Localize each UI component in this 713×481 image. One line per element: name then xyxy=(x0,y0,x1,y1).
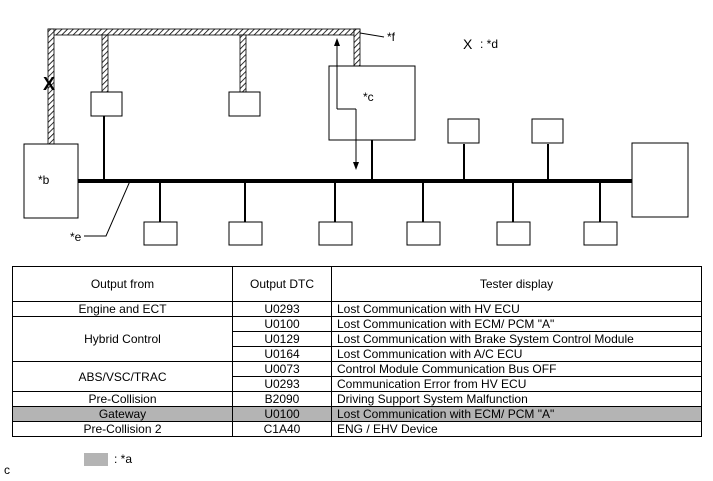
cell-display: Control Module Communication Bus OFF xyxy=(331,361,702,377)
cell-output-from: Pre-Collision xyxy=(12,391,233,407)
ecu-upper-4 xyxy=(447,118,480,144)
ecu-upper-5 xyxy=(531,118,564,144)
cell-dtc: U0100 xyxy=(232,316,332,332)
break-legend-text: : *d xyxy=(480,37,498,51)
secondary-bus-drop-3 xyxy=(239,34,247,93)
ecu-lower-5 xyxy=(496,221,531,246)
ecu-lower-2 xyxy=(228,221,263,246)
table-row-highlighted: Gateway U0100 Lost Communication with EC… xyxy=(12,406,702,422)
cell-display: Lost Communication with ECM/ PCM "A" xyxy=(331,316,702,332)
can-network-diagram: *b *c *e *f X X : *d xyxy=(23,28,689,246)
highlight-swatch xyxy=(84,452,108,466)
cell-display: ENG / EHV Device xyxy=(331,421,702,437)
break-legend-symbol: X xyxy=(463,36,473,52)
cell-output-from: ABS/VSC/TRAC xyxy=(12,361,233,392)
cell-display: Lost Communication with A/C ECU xyxy=(331,346,702,362)
cell-output-from: Hybrid Control xyxy=(12,316,233,362)
cell-display: Driving Support System Malfunction xyxy=(331,391,702,407)
table-row: ABS/VSC/TRAC U0073 Control Module Commun… xyxy=(12,361,702,392)
label-c: *c xyxy=(363,90,374,104)
label-e: *e xyxy=(70,230,82,244)
cell-dtc: U0164 xyxy=(232,346,332,362)
ecu-lower-6 xyxy=(583,221,618,246)
cell-display: Communication Error from HV ECU xyxy=(331,376,702,392)
ecu-lower-1 xyxy=(143,221,178,246)
cell-dtc: B2090 xyxy=(232,391,332,407)
cell-dtc: U0293 xyxy=(232,376,332,392)
table-row: U0293 Communication Error from HV ECU xyxy=(13,376,702,392)
header-tester-display: Tester display xyxy=(331,266,702,302)
cell-dtc: U0129 xyxy=(232,331,332,347)
label-f: *f xyxy=(387,30,396,44)
highlight-legend: : *a xyxy=(84,452,132,466)
header-output-from: Output from xyxy=(12,266,233,302)
table-row: Pre-Collision B2090 Driving Support Syst… xyxy=(12,391,702,407)
secondary-bus xyxy=(47,28,361,145)
header-output-dtc: Output DTC xyxy=(232,266,332,302)
table-row: U0164 Lost Communication with A/C ECU xyxy=(13,346,702,362)
cell-output-from: Engine and ECT xyxy=(12,301,233,317)
secondary-bus-right-drop xyxy=(353,28,361,67)
cell-dtc: U0073 xyxy=(232,361,332,377)
label-b: *b xyxy=(38,173,50,187)
table-row: Engine and ECT U0293 Lost Communication … xyxy=(12,301,702,317)
ecu-lower-3 xyxy=(318,221,353,246)
secondary-bus-top xyxy=(47,28,361,36)
table-row: Hybrid Control U0100 Lost Communication … xyxy=(12,316,702,362)
cell-dtc: C1A40 xyxy=(232,421,332,437)
highlight-legend-text: : *a xyxy=(114,452,133,466)
leader-f xyxy=(359,32,385,38)
cell-output-from: Pre-Collision 2 xyxy=(12,421,233,437)
ecu-upper-2 xyxy=(228,91,261,117)
ecu-lower-4 xyxy=(406,221,441,246)
cell-output-from: Gateway xyxy=(12,406,233,422)
cell-dtc: U0100 xyxy=(232,406,332,422)
cell-display: Lost Communication with HV ECU xyxy=(331,301,702,317)
ecu-upper-1 xyxy=(90,91,123,117)
lower-ecus xyxy=(143,181,618,246)
table-row: Pre-Collision 2 C1A40 ENG / EHV Device xyxy=(12,421,702,437)
dtc-table: Output from Output DTC Tester display En… xyxy=(12,266,702,437)
break-symbol: X xyxy=(43,74,55,94)
figure-code: c xyxy=(4,463,10,477)
cell-display: Lost Communication with ECM/ PCM "A" xyxy=(331,406,702,422)
ecu-c-box xyxy=(328,65,416,141)
secondary-bus-drop-2 xyxy=(101,34,109,93)
ecu-right-box xyxy=(631,142,689,218)
leader-e xyxy=(84,180,131,237)
cell-display: Lost Communication with Brake System Con… xyxy=(331,331,702,347)
communication-arrow xyxy=(334,38,359,170)
ecu-b-box xyxy=(23,143,79,219)
cell-dtc: U0293 xyxy=(232,301,332,317)
table-header-row: Output from Output DTC Tester display xyxy=(12,266,702,302)
